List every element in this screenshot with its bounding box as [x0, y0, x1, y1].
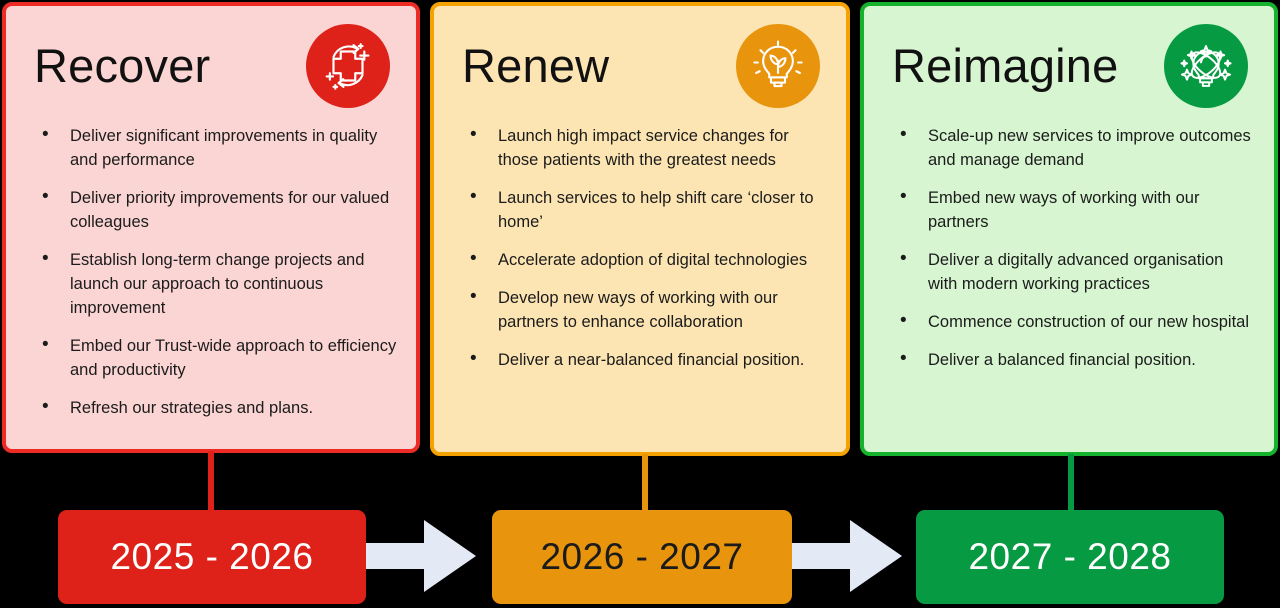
- card-header: Recover: [6, 6, 416, 124]
- timeline-chip-label: 2026 - 2027: [540, 536, 744, 577]
- timeline-chip-label: 2025 - 2026: [110, 536, 314, 577]
- timeline-chip-2025-2026[interactable]: 2025 - 2026: [58, 510, 366, 604]
- connector-line-reimagine: [1068, 454, 1074, 512]
- bullet-list-reimagine: Scale-up new services to improve outcome…: [864, 123, 1274, 372]
- phase-card-reimagine: Reimagine: [860, 2, 1278, 456]
- list-item: Deliver a digitally advanced organisatio…: [886, 247, 1256, 296]
- list-item: Scale-up new services to improve outcome…: [886, 123, 1256, 172]
- list-item: Embed our Trust-wide approach to efficie…: [28, 333, 398, 382]
- connector-line-recover: [208, 451, 214, 512]
- recovery-cross-icon: [306, 24, 390, 108]
- list-item: Refresh our strategies and plans.: [28, 395, 398, 420]
- arrow-renew-to-reimagine: [792, 512, 920, 600]
- list-item: Launch high impact service changes for t…: [456, 123, 828, 172]
- list-item: Launch services to help shift care ‘clos…: [456, 185, 828, 234]
- list-item: Deliver significant improvements in qual…: [28, 123, 398, 172]
- list-item: Commence construction of our new hospita…: [886, 309, 1256, 334]
- list-item: Establish long-term change projects and …: [28, 247, 398, 320]
- timeline-chip-label: 2027 - 2028: [968, 536, 1172, 577]
- list-item: Deliver a balanced financial position.: [886, 347, 1256, 372]
- timeline-chip-2027-2028[interactable]: 2027 - 2028: [916, 510, 1224, 604]
- list-item: Embed new ways of working with our partn…: [886, 185, 1256, 234]
- bullet-list-recover: Deliver significant improvements in qual…: [6, 123, 416, 420]
- list-item: Deliver priority improvements for our va…: [28, 185, 398, 234]
- list-item: Deliver a near-balanced financial positi…: [456, 347, 828, 372]
- lightbulb-orbit-icon: [1164, 24, 1248, 108]
- phase-title-recover: Recover: [34, 39, 211, 92]
- phase-title-renew: Renew: [462, 39, 610, 92]
- bullet-list-renew: Launch high impact service changes for t…: [434, 123, 846, 372]
- arrow-recover-to-renew: [366, 512, 494, 600]
- list-item: Accelerate adoption of digital technolog…: [456, 247, 828, 272]
- card-header: Renew: [434, 6, 846, 124]
- phase-card-renew: Renew Lau: [430, 2, 850, 456]
- timeline-chip-2026-2027[interactable]: 2026 - 2027: [492, 510, 792, 604]
- lightbulb-leaf-icon: [736, 24, 820, 108]
- phase-card-recover: Recover Deliver significant improvements…: [2, 2, 420, 453]
- list-item: Develop new ways of working with our par…: [456, 285, 828, 334]
- phase-title-reimagine: Reimagine: [892, 39, 1119, 92]
- card-header: Reimagine: [864, 6, 1274, 124]
- connector-line-renew: [642, 454, 648, 512]
